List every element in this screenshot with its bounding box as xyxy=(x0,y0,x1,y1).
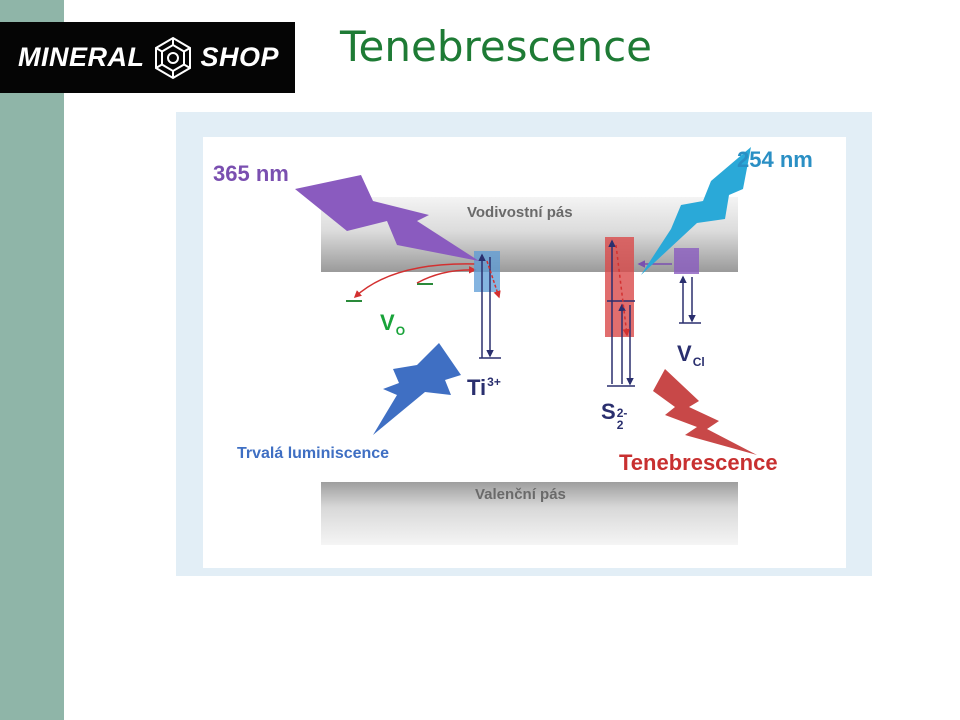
persistent-luminescence-label: Trvalá luminiscence xyxy=(237,445,390,462)
ti-red-arrow xyxy=(486,260,501,299)
left-accent-bar xyxy=(0,0,64,720)
wavelength-365-label: 365 nm xyxy=(213,161,289,186)
ti-defect-label: Ti3+ xyxy=(467,375,501,401)
ti-center-box xyxy=(474,251,500,292)
s-main: S xyxy=(601,399,616,424)
tenebrescence-diagram-label: Tenebrescence xyxy=(619,450,778,475)
ti-superscript: 3+ xyxy=(487,375,501,389)
energy-diagram-graphic xyxy=(295,147,757,545)
diagram-canvas: 365 nm 254 nm Vodivostní pás Valenční pá… xyxy=(203,137,846,568)
vo-subscript: O xyxy=(395,324,406,338)
s2-center-box xyxy=(605,237,634,337)
uv-365-lightning-icon xyxy=(295,175,479,261)
vcl-subscript: Cl xyxy=(692,355,705,369)
uv-254-lightning-icon xyxy=(641,147,751,275)
trap-transition-arrow-2 xyxy=(416,266,477,284)
vcl-defect-label: VCl xyxy=(677,341,705,369)
conduction-band-label: Vodivostní pás xyxy=(467,204,573,221)
valence-band-label: Valenční pás xyxy=(475,486,566,503)
s-subscript: 2 xyxy=(616,418,624,432)
wavelength-254-label: 254 nm xyxy=(737,147,813,172)
vo-defect-label: VO xyxy=(380,310,405,338)
valence-band xyxy=(321,482,738,545)
s2-defect-label: S2-2 xyxy=(601,399,627,431)
vo-main: V xyxy=(380,310,395,335)
mineral-shop-logo: MINERAL SHOP xyxy=(0,22,295,93)
s-superscript: 2- xyxy=(616,406,628,420)
slide-title: Tenebrescence xyxy=(340,22,653,71)
vcl-center-box xyxy=(674,248,699,274)
ti-main: Ti xyxy=(467,375,487,400)
logo-text-left: MINERAL xyxy=(18,42,145,72)
logo-emblem-icon xyxy=(154,36,191,79)
trap-transition-arrow xyxy=(353,263,476,299)
vcl-main: V xyxy=(677,341,692,366)
luminescence-lightning-icon xyxy=(373,343,461,435)
tenebrescence-diagram: 365 nm 254 nm Vodivostní pás Valenční pá… xyxy=(176,112,872,576)
tenebrescence-lightning-icon xyxy=(653,369,757,455)
logo-text-right: SHOP xyxy=(200,42,280,72)
